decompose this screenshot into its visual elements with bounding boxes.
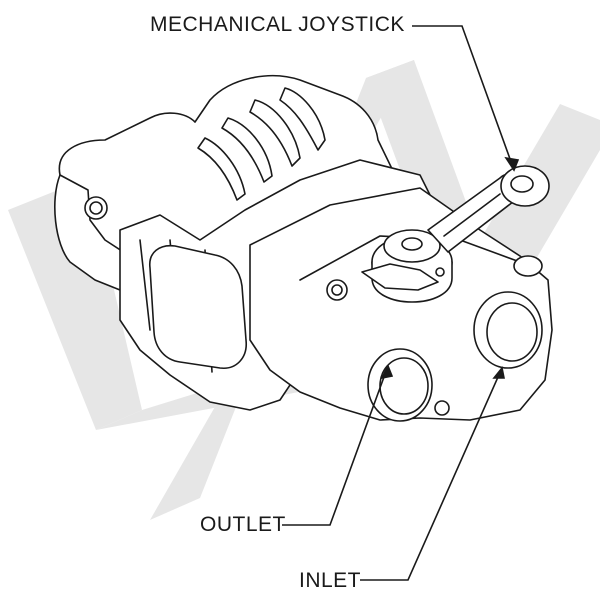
rear-bolt-hole-inner [89,201,103,215]
joystick-leader [412,25,515,171]
leader-lines [282,25,520,581]
housing-bolt-inner [331,284,343,296]
rib-1 [279,87,326,151]
inlet-label: INLET [299,569,362,592]
rib-2 [249,99,301,167]
joystick-cap-hole [401,237,423,251]
lever-pin [435,267,445,277]
outlet-leader [282,365,389,526]
inlet-port-bore [486,302,538,362]
rib-4 [197,137,246,201]
joystick-lever-clip [361,263,439,291]
joystick-arrowhead [504,156,520,172]
mechanical-joystick-label: MECHANICAL JOYSTICK [150,13,405,36]
bottom-nub [434,400,450,416]
joystick-arm-slot [443,193,501,237]
pump-assembly [54,74,553,422]
inlet-leader [360,367,503,581]
rib-3 [221,117,273,183]
outlet-arrowhead [380,364,394,380]
inlet-arrowhead [492,366,505,379]
side-plate [149,244,247,369]
outlet-label: OUTLET [200,513,286,536]
joystick-eye-hole [510,175,534,193]
rear-flange [54,174,129,293]
side-nub [513,255,543,277]
